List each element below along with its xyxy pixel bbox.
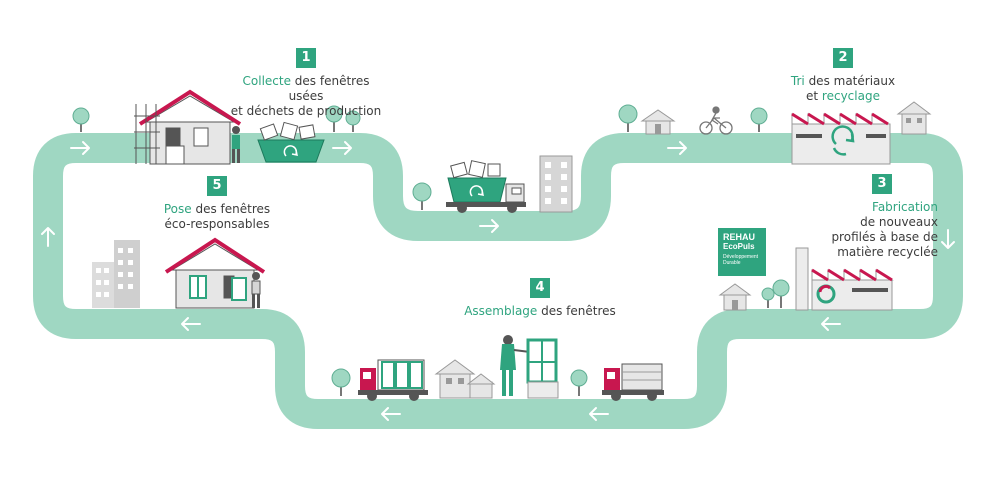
house-icon bbox=[164, 237, 266, 309]
step-1-label: 1 Collecte des fenêtres usées et déchets… bbox=[226, 48, 386, 119]
recycle-icon bbox=[831, 125, 855, 156]
factory-icon bbox=[791, 112, 891, 165]
arrow-right-icon bbox=[667, 141, 687, 155]
arrow-right-icon bbox=[70, 141, 90, 155]
step-number-badge: 3 bbox=[872, 174, 892, 194]
step-number-badge: 1 bbox=[296, 48, 316, 68]
step-number-badge: 4 bbox=[530, 278, 550, 298]
house-icon bbox=[640, 109, 676, 135]
recycle-icon bbox=[469, 185, 484, 197]
step-3-label: 3 Fabrication de nouveaux profilés à bas… bbox=[808, 174, 938, 260]
step-text: des fenêtres bbox=[191, 202, 271, 216]
arrow-right-icon bbox=[479, 219, 499, 233]
step-text: de nouveaux bbox=[860, 215, 938, 229]
arrow-down-icon bbox=[941, 229, 955, 249]
arrow-left-icon bbox=[181, 317, 201, 331]
arrow-left-icon bbox=[381, 407, 401, 421]
logo-tagline: Développement Durable bbox=[723, 254, 759, 266]
step-highlight: Assemblage bbox=[464, 304, 538, 318]
tree-icon bbox=[345, 110, 361, 132]
cyclist-icon bbox=[699, 106, 733, 135]
logo-product: EcoPuls bbox=[723, 242, 755, 251]
step-highlight: recyclage bbox=[821, 89, 880, 103]
arrow-right-icon bbox=[332, 141, 352, 155]
tree-icon bbox=[570, 369, 588, 396]
worker-icon bbox=[232, 126, 240, 163]
tree-icon bbox=[618, 104, 638, 132]
house-icon bbox=[134, 89, 242, 165]
step-text: et bbox=[806, 89, 822, 103]
step-text: éco-responsables bbox=[164, 217, 270, 231]
building bbox=[539, 155, 573, 213]
step-highlight: Fabrication bbox=[872, 200, 938, 214]
tree-icon bbox=[412, 182, 432, 210]
step-highlight: Tri bbox=[790, 74, 805, 88]
house-icon bbox=[434, 359, 496, 399]
window-frame bbox=[526, 338, 559, 399]
step-text: matière recyclée bbox=[837, 245, 938, 259]
house-icon bbox=[896, 101, 932, 135]
recycle-icon bbox=[283, 145, 298, 157]
rehau-ecopuls-logo: REHAU EcoPuls Développement Durable bbox=[718, 228, 766, 276]
step-highlight: Collecte bbox=[242, 74, 291, 88]
tree-icon bbox=[325, 105, 343, 132]
skip-bin bbox=[257, 121, 325, 163]
tree-icon bbox=[331, 368, 351, 396]
arrow-left-icon bbox=[821, 317, 841, 331]
step-text: des fenêtres usées bbox=[288, 74, 370, 103]
step-2-label: 2 Tri des matériaux et recyclage bbox=[780, 48, 906, 104]
tree-icon bbox=[72, 107, 90, 132]
truck-icon bbox=[358, 359, 428, 401]
logo-brand: REHAU bbox=[723, 232, 756, 242]
step-number-badge: 5 bbox=[207, 176, 227, 196]
step-text: des fenêtres bbox=[537, 304, 616, 318]
step-5-label: 5 Pose des fenêtres éco-responsables bbox=[152, 176, 282, 232]
step-text: profilés à base de bbox=[831, 230, 938, 244]
step-number-badge: 2 bbox=[833, 48, 853, 68]
truck-icon bbox=[446, 160, 526, 213]
step-text: et déchets de production bbox=[230, 104, 382, 118]
truck-icon bbox=[602, 363, 664, 401]
arrow-left-icon bbox=[589, 407, 609, 421]
step-text: des matériaux bbox=[804, 74, 896, 88]
tree-icon bbox=[750, 107, 768, 132]
factory-icon bbox=[795, 247, 894, 311]
worker-icon bbox=[251, 272, 261, 308]
step-highlight: Pose bbox=[163, 202, 192, 216]
tree-icon bbox=[772, 279, 790, 308]
step-4-label: 4 Assemblage des fenêtres bbox=[450, 278, 630, 319]
arrow-up-icon bbox=[41, 227, 55, 247]
house-icon bbox=[718, 283, 752, 311]
tree-icon bbox=[761, 287, 775, 308]
building bbox=[92, 240, 140, 308]
worker-icon bbox=[500, 335, 531, 396]
